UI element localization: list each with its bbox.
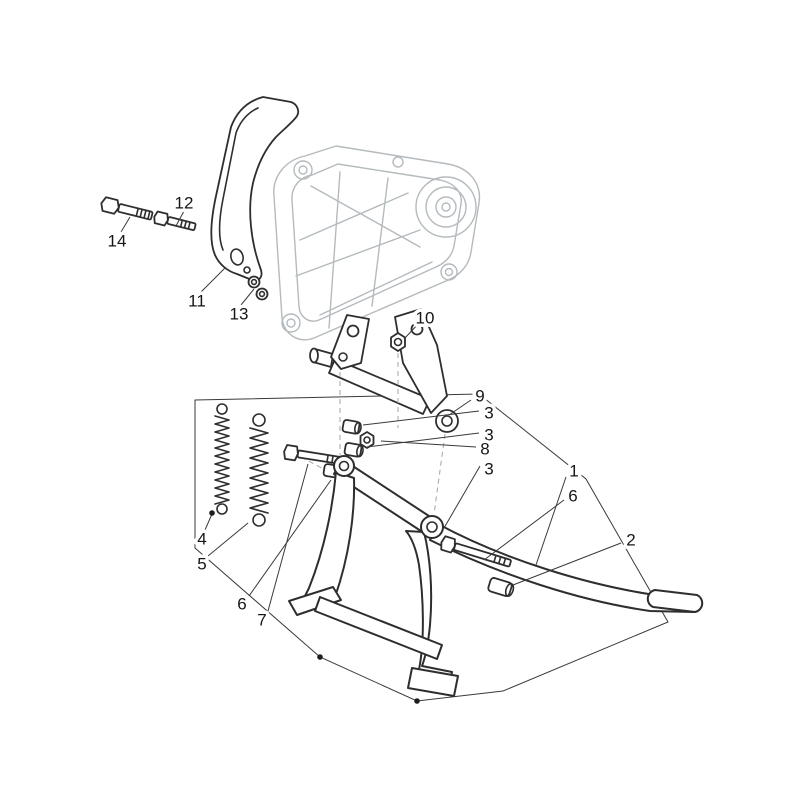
part-label-7: 7 xyxy=(257,611,266,630)
part-label-6-left: 6 xyxy=(237,595,246,614)
guard-bracket-part11 xyxy=(210,96,300,282)
leader-14 xyxy=(120,216,131,233)
leader-7 xyxy=(267,463,309,612)
spring-part4 xyxy=(214,403,230,515)
nut-part10 xyxy=(390,332,406,352)
part-label-3a: 3 xyxy=(484,404,493,423)
leader-dot xyxy=(209,510,215,516)
leader-4 xyxy=(204,513,213,531)
bushing-part3-middle xyxy=(343,442,364,458)
part-label-3b: 3 xyxy=(484,426,493,445)
part-label-11: 11 xyxy=(188,292,206,311)
part-label-14: 14 xyxy=(108,232,127,251)
leader-13 xyxy=(240,288,255,306)
part-labels: 14 12 11 13 10 9 3 3 8 3 1 6 2 4 5 6 7 xyxy=(104,190,639,633)
part-label-5: 5 xyxy=(197,555,206,574)
part-label-9: 9 xyxy=(475,387,484,406)
part-label-4: 4 xyxy=(197,530,206,549)
leader-3c xyxy=(443,465,481,529)
nut-part8 xyxy=(359,431,375,449)
leader-10 xyxy=(403,321,421,340)
group-frame-outline xyxy=(194,393,669,702)
leader-lines xyxy=(120,210,622,704)
engine-casing-outline xyxy=(273,145,481,341)
leader-2 xyxy=(512,542,622,586)
part-label-8: 8 xyxy=(480,440,489,459)
leader-3a xyxy=(362,410,480,426)
part-label-13: 13 xyxy=(230,305,249,324)
bushing-part2 xyxy=(487,577,515,598)
part-label-10: 10 xyxy=(416,309,435,328)
part-label-3c: 3 xyxy=(484,460,493,479)
leader-3b xyxy=(366,432,480,448)
leader-6r xyxy=(483,499,565,561)
mount-bracket-part9 xyxy=(309,308,459,433)
part-label-12: 12 xyxy=(175,194,194,213)
leader-1 xyxy=(535,476,567,566)
frame-dot xyxy=(414,698,420,704)
part-label-2: 2 xyxy=(626,531,635,550)
leader-12 xyxy=(175,210,185,227)
leader-5 xyxy=(207,522,249,557)
part-label-1: 1 xyxy=(569,462,578,481)
bushing-part3-upper xyxy=(341,419,362,435)
leader-8 xyxy=(380,440,477,448)
leader-9 xyxy=(448,399,472,416)
leader-6l xyxy=(248,479,332,597)
leader-11 xyxy=(200,267,226,293)
frame-dot xyxy=(317,654,323,660)
bolt-part6-right xyxy=(440,535,512,568)
part-label-6-right: 6 xyxy=(568,487,577,506)
bolt-part14 xyxy=(100,196,154,221)
washers-part13 xyxy=(247,275,269,301)
centre-stand-part1 xyxy=(288,455,704,697)
bolt-part12 xyxy=(153,210,197,231)
spring-part5 xyxy=(249,413,269,527)
